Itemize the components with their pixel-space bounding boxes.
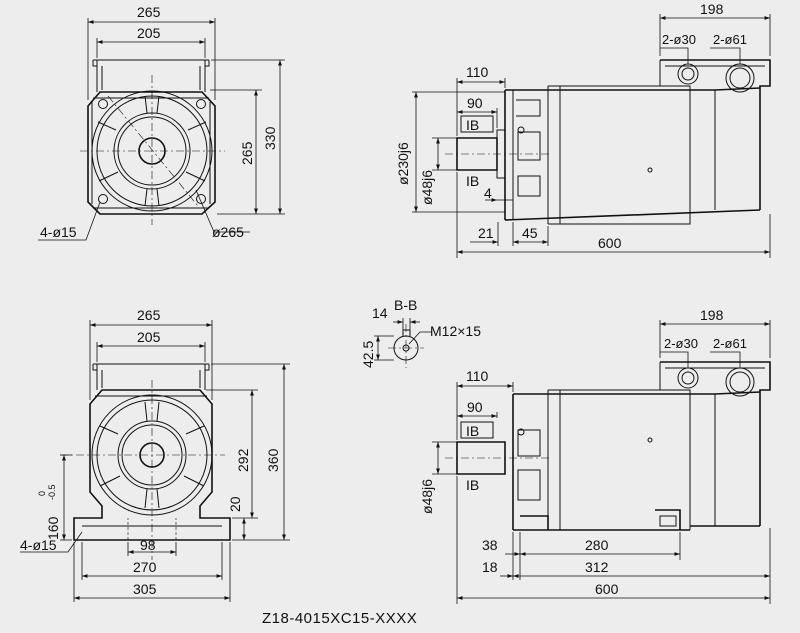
ts-ib1: IB <box>466 117 479 133</box>
ts-w198: 198 <box>700 1 724 17</box>
bf-h360: 360 <box>265 448 281 472</box>
bf-w98: 98 <box>140 537 156 553</box>
ts-term-b: 2-ø61 <box>713 32 747 47</box>
ts-ib2: IB <box>466 173 479 189</box>
tf-holes: 4-ø15 <box>40 224 77 240</box>
bf-w305: 305 <box>133 581 157 597</box>
ts-l21: 21 <box>478 225 494 241</box>
bf-w270: 270 <box>133 559 157 575</box>
bf-w265: 265 <box>137 307 161 323</box>
bf-holes: 4-ø15 <box>20 537 57 553</box>
bs-ib1: IB <box>466 423 479 439</box>
bf-h292: 292 <box>235 448 251 472</box>
bottom-side-view <box>432 320 771 604</box>
bs-term-a: 2-ø30 <box>664 336 698 351</box>
sec-title: B-B <box>394 297 417 313</box>
bf-tol-dn: -0.5 <box>47 484 57 500</box>
model-caption: Z18-4015XC15-XXXX <box>262 610 417 627</box>
bs-l38: 38 <box>482 537 498 553</box>
ts-l45: 45 <box>522 225 538 241</box>
bs-l312: 312 <box>585 559 609 575</box>
ts-l90: 90 <box>467 95 483 111</box>
tf-h265: 265 <box>239 141 255 165</box>
top-side-view <box>412 14 771 258</box>
ts-l110: 110 <box>466 64 489 80</box>
bs-ib2: IB <box>466 477 479 493</box>
tf-dia265: ø265 <box>212 224 244 240</box>
ts-l600: 600 <box>598 235 622 251</box>
bs-w198: 198 <box>700 307 724 323</box>
bs-l18: 18 <box>482 559 498 575</box>
bottom-front-view <box>20 320 290 602</box>
bs-term-b: 2-ø61 <box>713 336 747 351</box>
sec-w14: 14 <box>372 305 388 321</box>
bf-h20: 20 <box>227 496 243 512</box>
bs-l600: 600 <box>595 581 619 597</box>
bf-tol-up: 0 <box>37 491 47 496</box>
tf-h330: 330 <box>262 126 278 150</box>
bs-l90: 90 <box>467 399 483 415</box>
tf-w265: 265 <box>137 4 161 20</box>
sec-h42: 42.5 <box>360 341 376 368</box>
bs-d48: ø48j6 <box>419 479 435 514</box>
bs-l280: 280 <box>585 537 609 553</box>
ts-d230: ø230j6 <box>395 142 411 185</box>
bf-h160: 160 <box>45 516 61 540</box>
ts-l4: 4 <box>484 185 492 201</box>
ts-d48: ø48j6 <box>419 170 435 205</box>
top-front-view <box>38 18 285 241</box>
bf-w205: 205 <box>137 329 161 345</box>
sec-thread: M12×15 <box>430 323 481 339</box>
tf-w205: 205 <box>137 25 161 41</box>
section-bb <box>374 318 432 368</box>
ts-term-a: 2-ø30 <box>662 32 696 47</box>
bs-l110: 110 <box>466 368 489 384</box>
